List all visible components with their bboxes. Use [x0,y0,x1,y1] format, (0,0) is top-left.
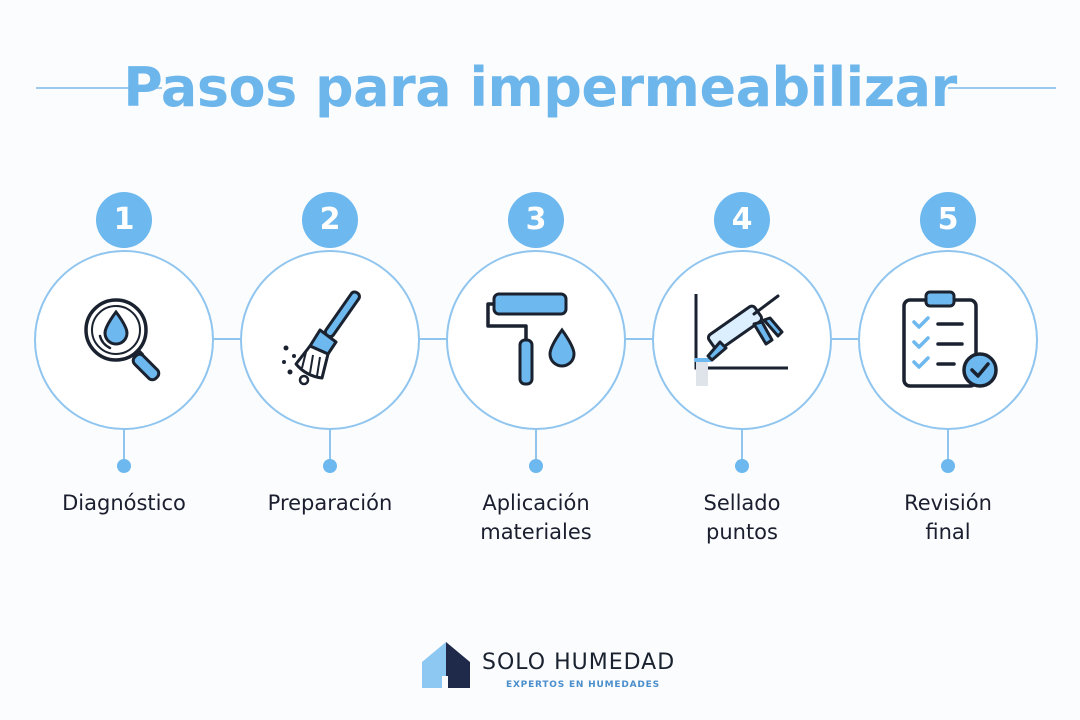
step-dot [117,459,131,473]
step-stem [329,428,331,460]
title-row: Pasos para impermeabilizar [0,52,1080,132]
step-5: 5 Revisión final [858,192,1038,562]
broom-icon [282,290,361,386]
step-number-badge: 5 [920,192,976,248]
step-label: Sellado puntos [703,491,781,544]
brand-name: SOLO HUMEDAD [482,650,676,675]
step-icon-circle [446,250,626,430]
brand-tagline: EXPERTOS EN HUMEDADES [506,680,660,690]
step-label: Preparación [267,491,393,515]
step-dot [941,459,955,473]
step-number-badge: 3 [508,192,564,248]
title-divider-left [36,87,162,89]
step-stem [123,428,125,460]
step-number-badge: 2 [302,192,358,248]
step-connector [212,338,244,340]
step-icon-circle [34,250,214,430]
step-dot [529,459,543,473]
step-connector [624,338,656,340]
house-logo-icon [422,642,470,688]
step-number-badge: 1 [96,192,152,248]
magnifier-water-drop-icon [84,298,161,382]
step-1: 1 Diagnóstico [34,192,214,562]
step-4: 4 Sellado puntos [652,192,832,562]
brand-logo: SOLO HUMEDAD EXPERTOS EN HUMEDADES [420,638,680,694]
step-stem [535,428,537,460]
step-dot [323,459,337,473]
step-3: 3 Aplicación materiales [446,192,626,562]
step-connector [830,338,862,340]
checklist-clipboard-icon [902,290,998,388]
step-number-badge: 4 [714,192,770,248]
step-label: Aplicación materiales [480,491,592,544]
caulking-gun-icon [694,294,788,386]
step-label: Revisión final [904,491,992,544]
paint-roller-drop-icon [486,292,576,386]
title-divider-right [948,87,1056,89]
step-2: 2 Preparación [240,192,420,562]
step-stem [947,428,949,460]
step-icon-circle [652,250,832,430]
step-dot [735,459,749,473]
step-stem [741,428,743,460]
step-icon-circle [240,250,420,430]
step-connector [418,338,450,340]
page-title: Pasos para impermeabilizar [123,56,957,119]
step-icon-circle [858,250,1038,430]
step-label: Diagnóstico [62,491,186,515]
